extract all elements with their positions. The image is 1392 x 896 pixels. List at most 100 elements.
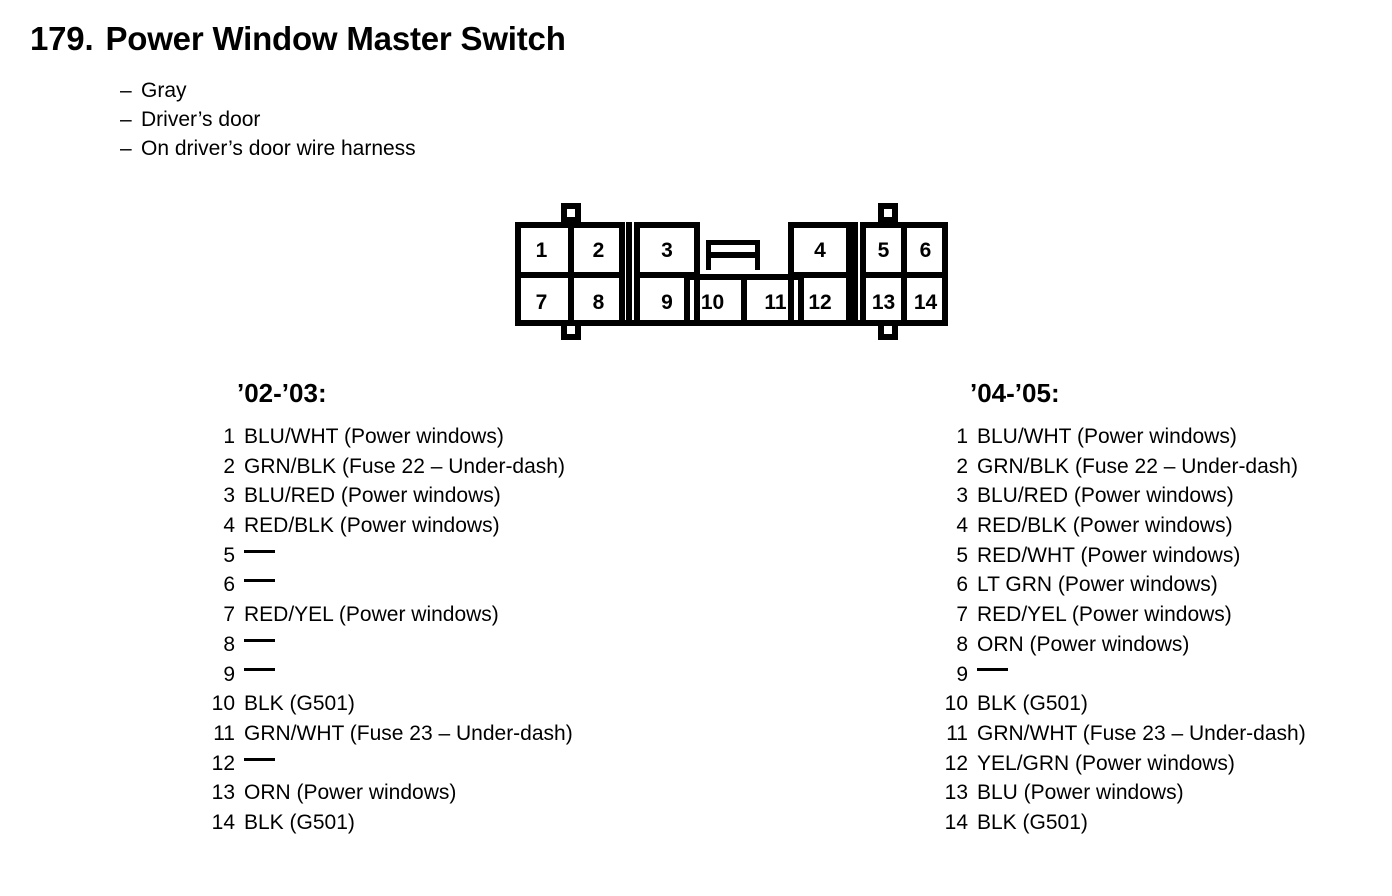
section-title: Power Window Master Switch	[105, 20, 566, 57]
pin-row: 12	[205, 752, 573, 782]
latch-bar	[711, 252, 755, 258]
pin-number: 14	[944, 810, 968, 834]
pin-number: 10	[211, 692, 235, 716]
pin-number: 8	[223, 632, 235, 656]
pin-description: BLK (G501)	[977, 810, 1088, 834]
pin-cell-6: 6	[919, 239, 932, 262]
pin-row: 13 ORN (Power windows)	[205, 781, 573, 811]
pin-number: 14	[211, 810, 235, 834]
pin-row: 6	[205, 573, 573, 603]
pin-cell-3: 3	[661, 239, 673, 262]
bullet-dash: –	[120, 137, 132, 160]
pin-number: 12	[211, 751, 235, 775]
pin-row: 11 GRN/WHT (Fuse 23 – Under-dash)	[938, 722, 1306, 752]
pin-row: 4 RED/BLK (Power windows)	[205, 514, 573, 544]
pin-number: 4	[956, 514, 968, 538]
column-heading: ’02-’03:	[237, 378, 327, 408]
pin-cell-8: 8	[592, 291, 605, 314]
attribute-label: Gray	[141, 79, 187, 102]
pin-number: 1	[956, 425, 968, 448]
pin-description	[235, 628, 275, 652]
pin-cell-11: 11	[764, 291, 787, 314]
mounting-tab-top-left	[561, 203, 581, 223]
pin-cell-1: 1	[535, 239, 548, 262]
pin-number: 2	[956, 454, 968, 478]
column-heading: ’04-’05:	[970, 378, 1060, 408]
pin-number: 4	[223, 514, 235, 538]
pin-number: 9	[223, 662, 235, 686]
pin-row: 7 RED/YEL (Power windows)	[938, 603, 1306, 633]
pin-description: BLU/RED (Power windows)	[244, 484, 501, 508]
pin-description: GRN/BLK (Fuse 22 – Under-dash)	[977, 454, 1298, 478]
pin-cell-13: 13	[871, 291, 896, 314]
pin-number: 9	[956, 662, 968, 686]
pin-description: LT GRN (Power windows)	[977, 573, 1218, 597]
pin-description: RED/BLK (Power windows)	[244, 514, 500, 538]
pin-number: 7	[223, 603, 235, 627]
pin-cell-12: 12	[808, 291, 832, 314]
pin-cell-9: 9	[661, 291, 673, 314]
pin-description: RED/YEL (Power windows)	[977, 603, 1232, 627]
pin-description	[235, 658, 275, 682]
pin-row: 5 RED/WHT (Power windows)	[938, 544, 1306, 574]
cell-divider-horizontal	[634, 272, 700, 278]
pin-description: BLU/RED (Power windows)	[977, 484, 1234, 508]
pin-description: RED/WHT (Power windows)	[977, 543, 1241, 567]
connector-bottom-rail	[515, 320, 948, 326]
pin-cell-5: 5	[877, 239, 890, 262]
pin-row: 8	[205, 633, 573, 663]
pin-number: 12	[944, 751, 968, 775]
attribute-item: –On driver’s door wire harness	[120, 134, 416, 163]
pin-description: BLU/WHT (Power windows)	[244, 425, 504, 448]
attribute-item: –Gray	[120, 76, 416, 105]
group-separator-line	[852, 222, 858, 326]
group-separator-line	[626, 222, 632, 326]
pin-number: 11	[213, 721, 235, 745]
pin-description: ORN (Power windows)	[244, 781, 457, 805]
pin-number: 3	[223, 484, 235, 508]
pin-description: ORN (Power windows)	[977, 632, 1190, 656]
pin-row: 9	[938, 663, 1306, 693]
pin-number: 13	[211, 781, 235, 805]
pin-number: 11	[946, 721, 968, 745]
pin-description: RED/YEL (Power windows)	[244, 603, 499, 627]
attribute-label: On driver’s door wire harness	[141, 137, 416, 160]
page-title: 179. Power Window Master Switch	[30, 20, 566, 58]
section-number: 179.	[30, 20, 94, 57]
pin-row: 14 BLK (G501)	[938, 811, 1306, 841]
connector-pinout-diagram: 1 2 7 8 3 9 10 11 4 12 5 6 13 14	[513, 203, 953, 340]
pin-number: 13	[944, 781, 968, 805]
pin-row: 3 BLU/RED (Power windows)	[205, 484, 573, 514]
pin-number: 5	[956, 543, 968, 567]
pin-description: BLK (G501)	[977, 692, 1088, 716]
pin-description	[235, 747, 275, 771]
pin-cell-2: 2	[592, 239, 605, 262]
pin-row: 2 GRN/BLK (Fuse 22 – Under-dash)	[938, 455, 1306, 485]
attribute-list: –Gray –Driver’s door –On driver’s door w…	[120, 76, 416, 163]
pin-description: GRN/WHT (Fuse 23 – Under-dash)	[977, 721, 1306, 745]
attribute-item: –Driver’s door	[120, 105, 416, 134]
pin-row: 9	[205, 663, 573, 693]
pin-row: 10 BLK (G501)	[205, 692, 573, 722]
pin-description	[968, 658, 1008, 682]
bullet-dash: –	[120, 79, 132, 102]
pin-description	[235, 568, 275, 592]
bullet-dash: –	[120, 108, 132, 131]
attribute-label: Driver’s door	[141, 108, 261, 131]
pin-description: BLU (Power windows)	[977, 781, 1184, 805]
pin-number: 7	[956, 603, 968, 627]
pin-row: 13 BLU (Power windows)	[938, 781, 1306, 811]
pin-description: BLK (G501)	[244, 692, 355, 716]
cell-divider-horizontal	[860, 272, 948, 278]
cell-divider-horizontal	[788, 272, 852, 278]
mounting-tab-top-right	[878, 203, 898, 223]
